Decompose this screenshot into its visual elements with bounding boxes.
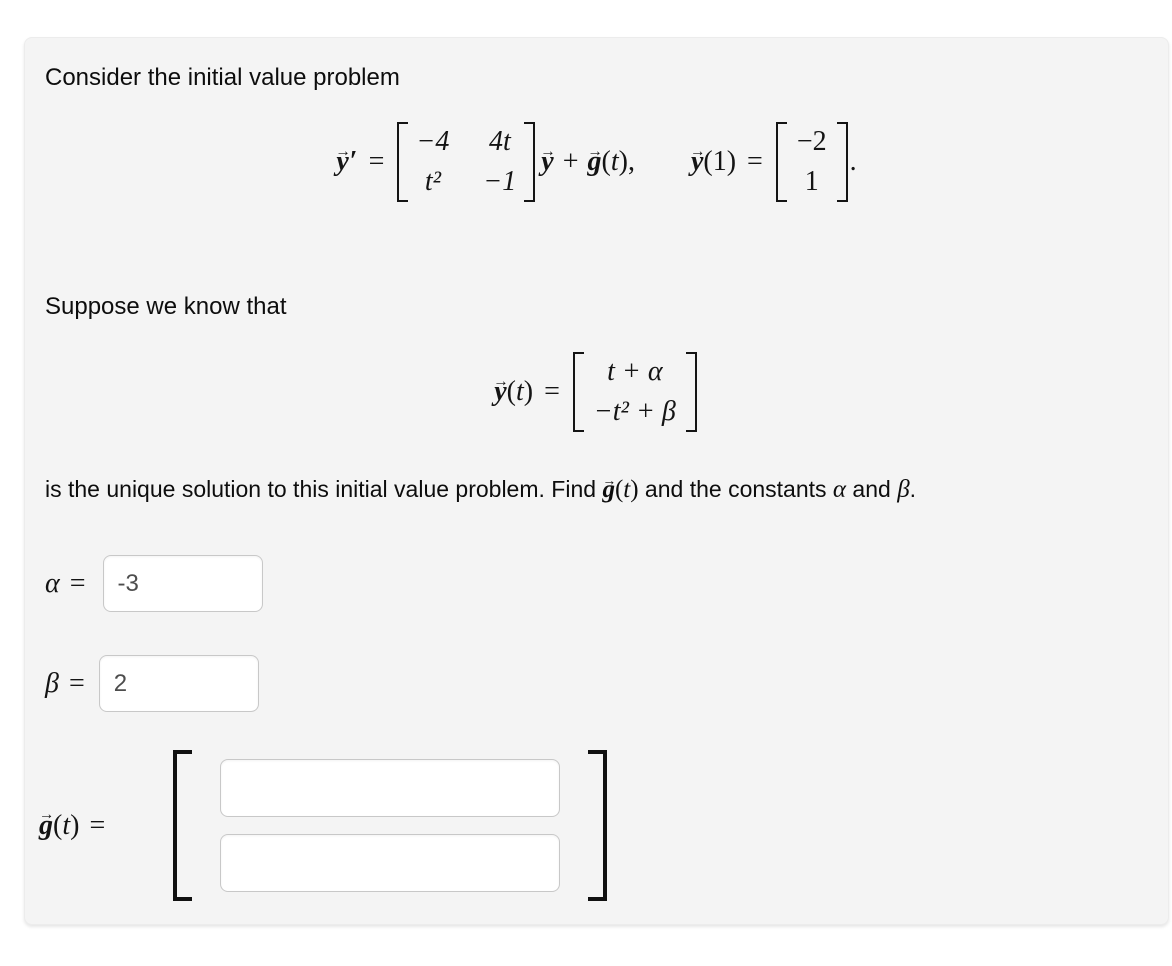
vec-y-ic: →y: [690, 142, 706, 177]
coefficient-matrix: −4 4t t² −1: [397, 122, 536, 202]
paren-open: (: [703, 146, 713, 177]
intro-text: Consider the initial value problem: [45, 64, 400, 91]
solution-vector: t + α −t² + β: [572, 352, 697, 432]
matrix-left-bracket: [397, 122, 409, 202]
vec-g: →g: [587, 142, 603, 177]
alpha-input[interactable]: [102, 555, 263, 612]
vec-y-prime: →y: [335, 142, 351, 177]
beta-field-row: β=: [45, 655, 259, 712]
answer-right-bracket: [588, 750, 607, 901]
vec-g-inline: →g: [602, 473, 617, 503]
vector-arrow-icon: →: [540, 142, 556, 160]
var-t: t: [610, 146, 619, 177]
vector-arrow-icon: →: [587, 142, 603, 160]
vector-arrow-icon: →: [335, 142, 351, 160]
equation-ivp: →y′ = −4 4t t² −1 →y + →g(t), →y(1) = −2…: [25, 122, 1168, 202]
ic-vector: −2 1: [775, 122, 848, 202]
vec-g-label: →g: [38, 806, 55, 841]
alpha-field-row: α=: [45, 555, 263, 612]
task-sentence: is the unique solution to this initial v…: [45, 473, 917, 504]
answer-left-bracket: [173, 750, 192, 901]
matrix-cell: −1: [483, 166, 517, 197]
paren-close-comma: ),: [618, 146, 635, 177]
plus-sign: +: [562, 146, 579, 177]
var-t: t: [623, 476, 631, 503]
paren-close: ): [523, 376, 534, 407]
vector-left-bracket: [775, 122, 787, 202]
beta-symbol: β: [897, 476, 910, 503]
var-t: t: [515, 376, 524, 407]
equals-sign: =: [544, 376, 560, 407]
equation-solution: →y(t) = t + α −t² + β: [25, 352, 1168, 432]
g-row2-input[interactable]: [220, 834, 560, 892]
vector-arrow-icon: →: [690, 142, 706, 160]
matrix-cell: 4t: [488, 126, 511, 157]
vector-cell: −2: [796, 126, 827, 157]
ic-arg: 1: [712, 146, 727, 177]
paren-open: (: [506, 376, 516, 407]
paren-close: ): [630, 476, 639, 503]
vector-right-bracket: [685, 352, 697, 432]
g-field-row: →g(t)=: [39, 750, 607, 901]
paren-close: ): [726, 146, 737, 177]
g-label: →g(t)=: [38, 806, 106, 841]
alpha-label: α=: [45, 567, 86, 599]
vector-left-bracket: [572, 352, 584, 432]
vector-right-bracket: [836, 122, 848, 202]
equals-sign: =: [747, 146, 763, 177]
sentence-part: is the unique solution to this initial v…: [45, 476, 603, 502]
paren-open: (: [601, 146, 611, 177]
vector-arrow-icon: →: [493, 372, 509, 390]
g-row1-input[interactable]: [220, 759, 560, 817]
sentence-part: .: [909, 476, 917, 502]
vec-y-of-t: →y: [493, 372, 509, 407]
beta-input[interactable]: [98, 655, 259, 712]
problem-card: Consider the initial value problem →y′ =…: [24, 37, 1169, 925]
vector-arrow-icon: →: [602, 473, 617, 489]
paren-open: (: [53, 809, 63, 841]
period: .: [849, 146, 857, 177]
beta-label: β=: [45, 667, 85, 699]
vector-cell: 1: [804, 166, 819, 197]
vector-arrow-icon: →: [38, 806, 55, 824]
matrix-cell: −4: [416, 126, 450, 157]
prime-mark: ′: [349, 146, 358, 177]
paren-close: ): [70, 809, 80, 841]
sentence-part: and the constants: [638, 476, 833, 502]
sentence-part: and: [846, 476, 898, 502]
alpha-symbol: α: [832, 476, 847, 503]
vec-y: →y: [540, 142, 556, 177]
var-t: t: [62, 809, 71, 841]
equals-sign: =: [368, 146, 385, 177]
vector-cell: t + α: [607, 356, 663, 387]
matrix-right-bracket: [524, 122, 536, 202]
suppose-text: Suppose we know that: [45, 293, 287, 320]
matrix-cell: t²: [424, 166, 442, 197]
paren-open: (: [614, 476, 624, 503]
vector-cell: −t² + β: [593, 396, 676, 427]
